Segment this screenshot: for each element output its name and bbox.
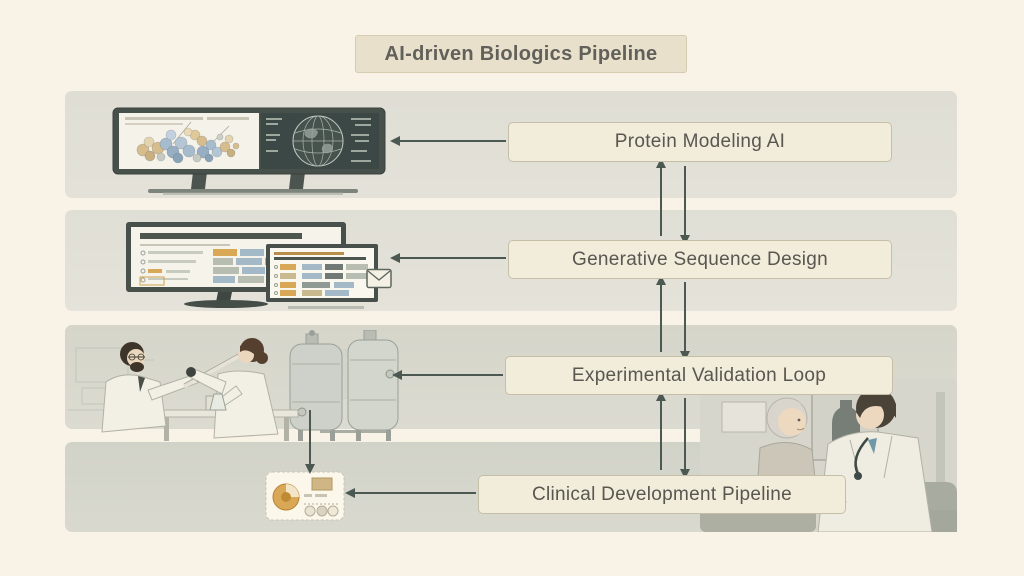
arrow-down-stage2-to-stage3	[680, 282, 690, 361]
arrow-up-stage4-to-stage3	[656, 391, 666, 470]
stage-box-experimental-validation: Experimental Validation Loop	[505, 356, 893, 395]
stage-box-generative-sequence: Generative Sequence Design	[508, 240, 892, 279]
sequence-table-rows	[274, 264, 368, 296]
arrow-down-stage1-to-stage2	[680, 166, 690, 245]
protein-structure-model	[136, 127, 240, 164]
scientist-female	[186, 338, 279, 439]
arrow-up-stage2-to-stage1	[656, 158, 666, 236]
protein-monitor-illustration	[112, 107, 386, 195]
bioreactor-tanks	[289, 330, 399, 441]
stage-box-clinical-development: Clinical Development Pipeline	[478, 475, 846, 514]
clinical-scene-illustration	[700, 378, 957, 532]
doctor	[804, 388, 933, 532]
scientist-male	[101, 342, 203, 433]
arrow-lab-to-card	[305, 410, 315, 474]
analytics-card	[265, 471, 345, 521]
arrow-up-stage3-to-stage2	[656, 275, 666, 352]
lab-scene-illustration	[68, 330, 399, 441]
envelope-icon	[366, 268, 392, 289]
arrow-stage1-to-monitor	[390, 136, 506, 146]
arrow-stage4-to-card	[345, 488, 476, 498]
arrow-stage3-to-lab	[392, 370, 503, 380]
arrow-stage2-to-monitors	[390, 253, 506, 263]
pie-chart-icon	[272, 483, 300, 511]
stage-box-protein-modeling: Protein Modeling AI	[508, 122, 892, 162]
stethoscope-icon	[854, 437, 869, 475]
globe-icon	[292, 115, 344, 167]
arrow-down-stage3-to-stage4	[680, 398, 690, 479]
diagram-title: AI-driven Biologics Pipeline	[355, 35, 687, 73]
sequence-monitors-illustration	[126, 222, 378, 309]
